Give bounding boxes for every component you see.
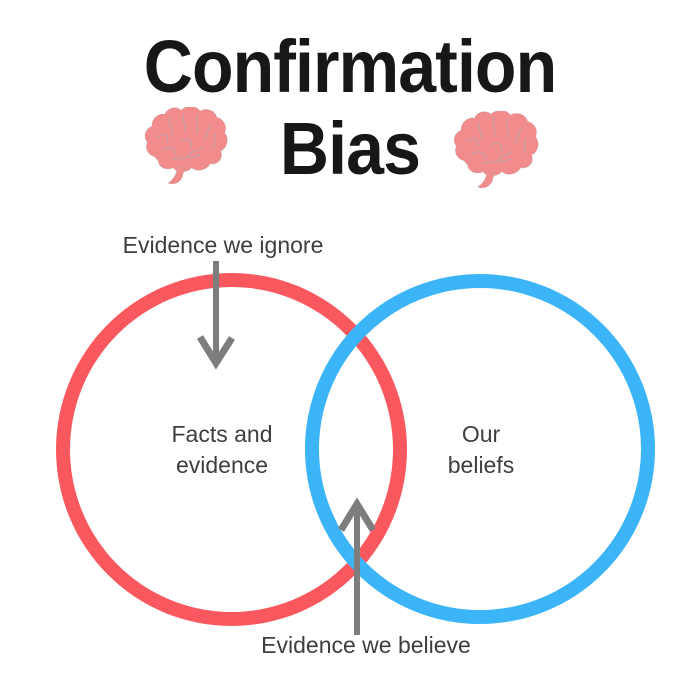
our-beliefs-label-line-2: beliefs (447, 452, 515, 478)
arrow-down-icon (197, 261, 235, 370)
brain-icon (453, 111, 539, 189)
arrow-up-icon (338, 497, 376, 635)
evidence-we-ignore-label: Evidence we ignore (122, 232, 324, 258)
our-beliefs-label: Our beliefs (381, 419, 581, 481)
brain-icon (144, 107, 228, 185)
facts-evidence-label-line-1: Facts and (171, 421, 273, 447)
page-title-line-2: Bias (279, 107, 421, 190)
facts-evidence-label: Facts and evidence (122, 419, 322, 481)
our-beliefs-label-line-1: Our (461, 421, 501, 447)
facts-evidence-label-line-2: evidence (175, 452, 269, 478)
page-title-line-1: Confirmation (143, 25, 557, 108)
evidence-we-believe-label: Evidence we believe (261, 632, 471, 658)
